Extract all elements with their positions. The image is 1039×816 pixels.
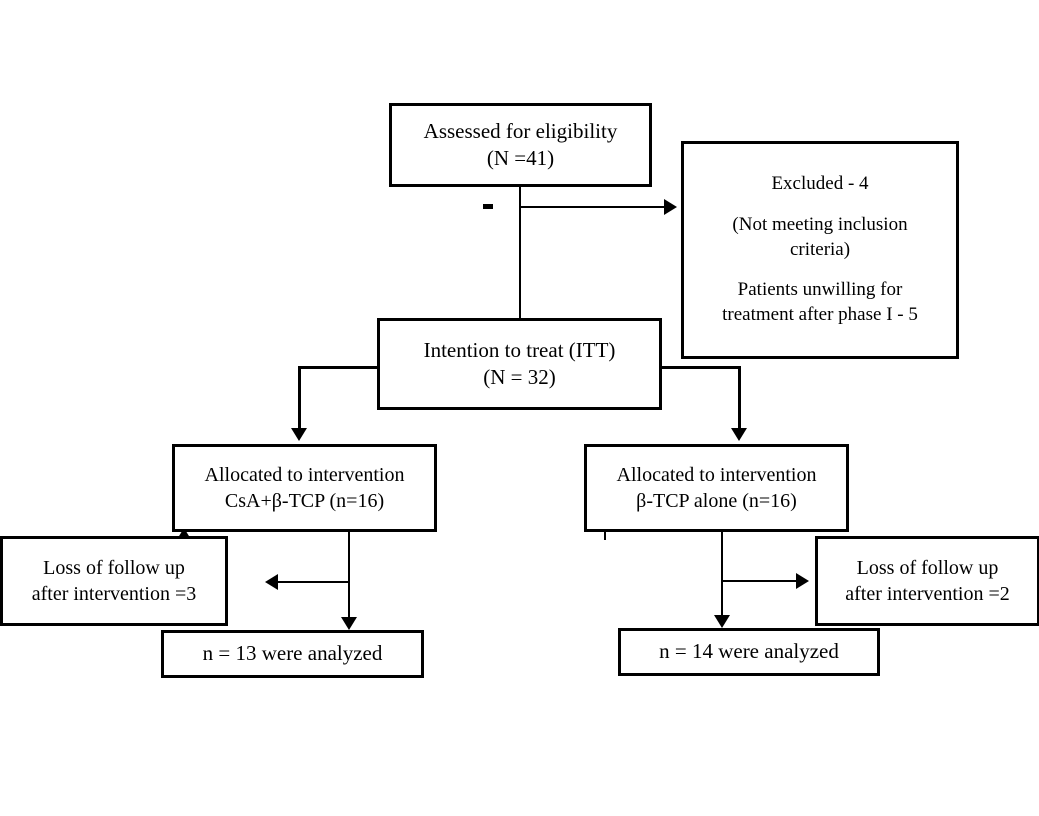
arrow-to-allocated-left-icon xyxy=(291,428,307,441)
connector-itt-right-horizontal xyxy=(659,366,741,369)
connector-left-to-loss xyxy=(278,581,350,583)
analyzed-right-line-1: n = 14 were analyzed xyxy=(659,639,839,664)
loss-right-line-1: Loss of follow up xyxy=(856,557,999,579)
arrow-to-analyzed-left-icon xyxy=(341,617,357,630)
arrow-to-allocated-right-icon xyxy=(731,428,747,441)
arrow-to-excluded-icon xyxy=(664,199,677,215)
box-loss-of-follow-up-left: Loss of follow up after intervention =3 xyxy=(0,536,228,626)
allocated-left-line-2: CsA+β-TCP (n=16) xyxy=(224,490,385,512)
excluded-line-5: treatment after phase I - 5 xyxy=(722,304,918,326)
loss-left-line-1: Loss of follow up xyxy=(43,557,185,579)
itt-line-1: Intention to treat (ITT) xyxy=(423,337,616,362)
box-analyzed-left: n = 13 were analyzed xyxy=(161,630,424,678)
loss-left-line-2: after intervention =3 xyxy=(31,583,197,605)
box-assessed-for-eligibility: Assessed for eligibility (N =41) xyxy=(389,103,652,187)
connector-itt-left-vertical xyxy=(298,366,301,430)
stray-dash-mark xyxy=(483,204,493,209)
arrow-to-loss-right-icon xyxy=(796,573,809,589)
excluded-line-2: (Not meeting inclusion xyxy=(732,213,908,235)
stub-mark-right xyxy=(604,531,606,540)
box-allocated-intervention-left: Allocated to intervention CsA+β-TCP (n=1… xyxy=(172,444,437,532)
excluded-line-1: Excluded - 4 xyxy=(771,173,869,195)
loss-right-line-2: after intervention =2 xyxy=(845,583,1010,605)
box-intention-to-treat: Intention to treat (ITT) (N = 32) xyxy=(377,318,662,410)
connector-itt-left-horizontal xyxy=(298,366,380,369)
allocated-right-line-1: Allocated to intervention xyxy=(616,464,817,486)
connector-allocated-right-to-analyzed xyxy=(721,532,723,622)
itt-line-2: (N = 32) xyxy=(483,365,556,389)
eligibility-line-1: Assessed for eligibility xyxy=(423,118,618,143)
excluded-line-4: Patients unwilling for xyxy=(737,279,903,301)
arrow-to-loss-left-icon xyxy=(265,574,278,590)
box-allocated-intervention-right: Allocated to intervention β-TCP alone (n… xyxy=(584,444,849,532)
connector-itt-right-vertical xyxy=(738,366,741,430)
connector-eligibility-to-itt xyxy=(519,186,521,320)
box-analyzed-right: n = 14 were analyzed xyxy=(618,628,880,676)
allocated-left-line-1: Allocated to intervention xyxy=(204,464,405,486)
box-loss-of-follow-up-right: Loss of follow up after intervention =2 xyxy=(815,536,1039,626)
eligibility-line-2: (N =41) xyxy=(486,146,555,170)
box-excluded: Excluded - 4 (Not meeting inclusion crit… xyxy=(681,141,959,359)
connector-eligibility-to-excluded xyxy=(519,206,669,208)
connector-allocated-left-to-analyzed xyxy=(348,532,350,622)
connector-right-to-loss xyxy=(723,580,798,582)
allocated-right-line-2: β-TCP alone (n=16) xyxy=(636,490,797,512)
analyzed-left-line-1: n = 13 were analyzed xyxy=(202,641,383,666)
arrow-to-analyzed-right-icon xyxy=(714,615,730,628)
excluded-line-3: criteria) xyxy=(789,238,851,260)
